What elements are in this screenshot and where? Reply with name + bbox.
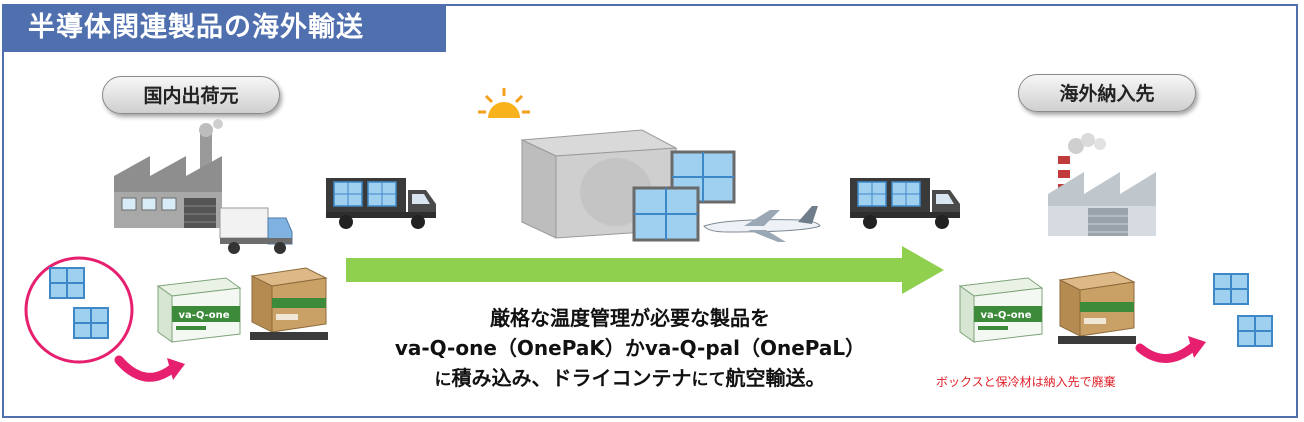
box-brand-text: va-Q-one xyxy=(178,310,229,321)
caption-part: 積み込み、ドライコンテナ xyxy=(451,366,692,390)
cargo-truck-icon xyxy=(850,178,960,229)
wafer-panel-icon xyxy=(632,186,700,242)
box-brand-text: va-Q-one xyxy=(980,310,1031,321)
dry-container-icon xyxy=(520,129,821,242)
sun-icon xyxy=(478,88,530,118)
va-q-one-box-icon: va-Q-one xyxy=(156,277,242,343)
caption-line-2: va-Q-one（OnePaK）かva-Q-pal（OnePaL） xyxy=(394,336,866,360)
transport-caption: 厳格な温度管理が必要な製品を va-Q-one（OnePaK）かva-Q-pal… xyxy=(330,303,930,395)
transport-arrow xyxy=(346,246,944,294)
va-q-one-box-icon: va-Q-one xyxy=(958,277,1044,343)
small-truck-icon xyxy=(219,207,293,254)
wafer-panel-icon xyxy=(73,307,109,339)
destination-factory-icon xyxy=(1048,133,1156,236)
caption-line-1: 厳格な温度管理が必要な製品を xyxy=(490,306,770,330)
wafer-panel-icon xyxy=(1237,315,1273,347)
va-q-pal-box-icon xyxy=(250,267,328,340)
disposal-note: ボックスと保冷材は納入先で廃棄 xyxy=(936,375,1116,389)
origin-factory-icon xyxy=(114,119,293,254)
product-highlight-circle xyxy=(24,256,134,364)
delivered-panels xyxy=(1213,273,1273,347)
caption-part: に xyxy=(434,370,452,390)
header-title: 半導体関連製品の海外輸送 xyxy=(2,4,446,52)
curved-arrow-right-icon xyxy=(1135,336,1206,363)
wafer-panel-icon xyxy=(49,267,85,299)
caption-part: 航空輸送。 xyxy=(725,366,826,390)
wafer-panel-icon xyxy=(670,150,736,204)
caption-part: にて xyxy=(691,370,726,390)
curved-arrow-left-icon xyxy=(114,355,185,382)
airplane-icon xyxy=(703,206,821,242)
va-q-pal-box-icon xyxy=(1058,271,1136,344)
caption-line-3: に積み込み、ドライコンテナにて航空輸送。 xyxy=(330,363,930,395)
origin-label: 国内出荷元 xyxy=(102,76,280,114)
cargo-truck-icon xyxy=(326,178,436,229)
destination-label: 海外納入先 xyxy=(1018,74,1196,112)
wafer-panel-icon xyxy=(1213,273,1249,305)
